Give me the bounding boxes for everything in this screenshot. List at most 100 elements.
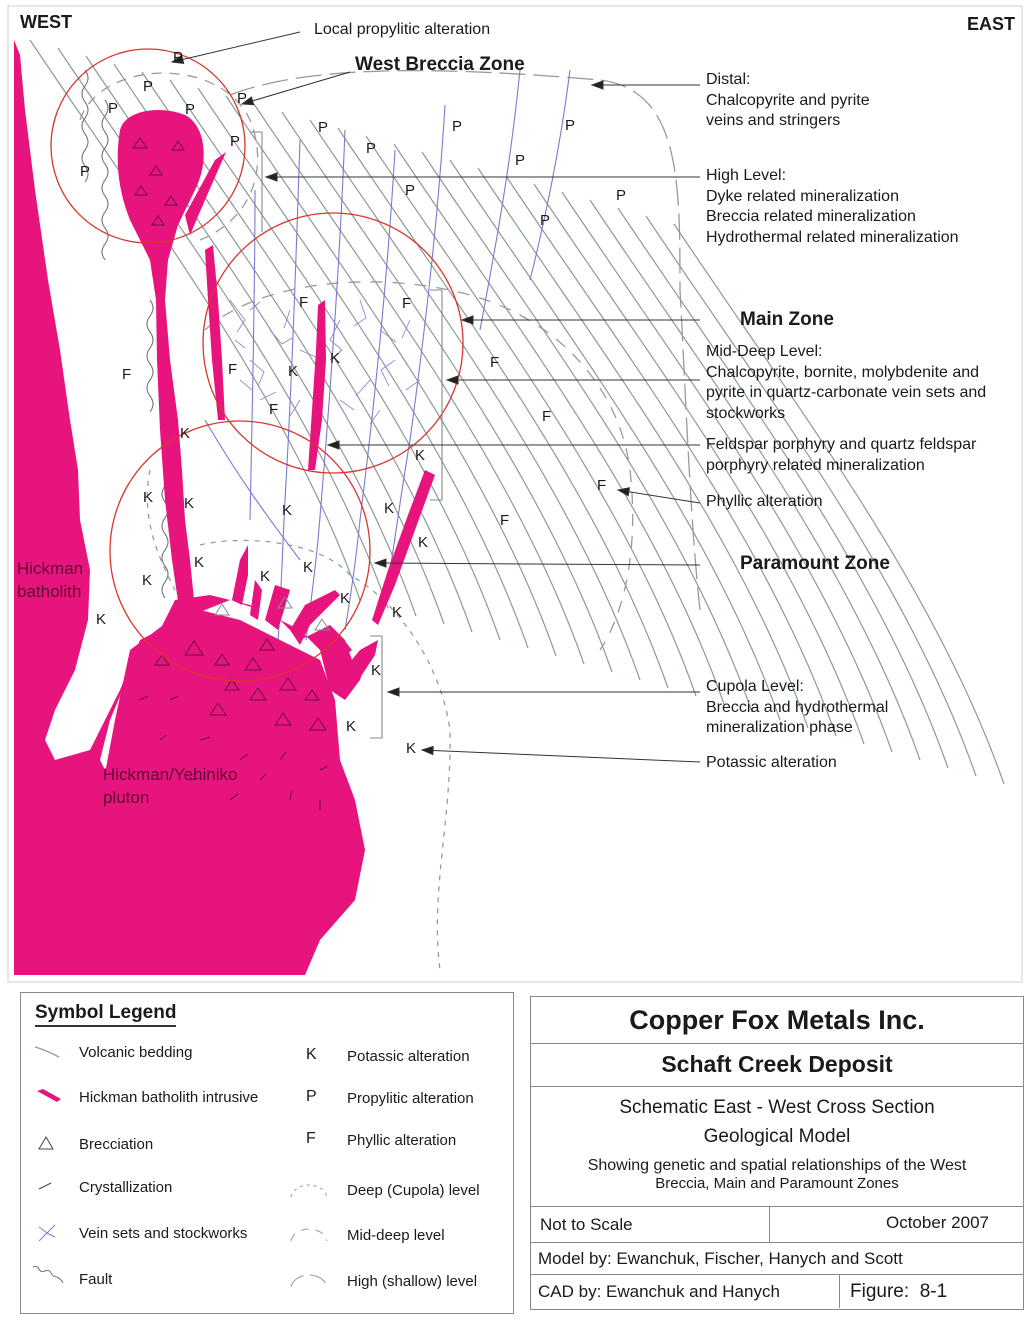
deposit-name: Schaft Creek Deposit bbox=[531, 1043, 1023, 1086]
potassic-alteration-letter: K bbox=[282, 502, 292, 519]
distal-callout: Distal:Chalcopyrite and pyriteveins and … bbox=[706, 70, 870, 132]
potassic-alteration-letter: K bbox=[180, 425, 190, 442]
phyllic-alteration-callout: Phyllic alteration bbox=[706, 492, 823, 512]
potassic-alteration-letter: K bbox=[96, 611, 106, 628]
description-line1: Showing genetic and spatial relationship… bbox=[531, 1157, 1023, 1175]
arrowhead bbox=[422, 746, 433, 754]
propylitic-alteration-letter: P bbox=[540, 212, 550, 229]
potassic-alteration-letter: K bbox=[143, 489, 153, 506]
model-by-row: Model by: Ewanchuk, Fischer, Hanych and … bbox=[531, 1242, 1023, 1275]
high-level-icon bbox=[287, 1267, 331, 1289]
legend-brecciation: Brecciation bbox=[79, 1136, 153, 1153]
arrowhead bbox=[388, 688, 399, 696]
legend-veins: Vein sets and stockworks bbox=[79, 1225, 247, 1242]
potassic-alteration-letter: K bbox=[415, 447, 425, 464]
cad-row: CAD by: Ewanchuk and Hanych Figure: 8-1 bbox=[531, 1274, 1023, 1308]
potassic-alteration-letter: K bbox=[194, 554, 204, 571]
model-title: Geological Model bbox=[531, 1126, 1023, 1148]
fault-icon bbox=[31, 1263, 65, 1287]
legend-deep-level: Deep (Cupola) level bbox=[347, 1182, 480, 1199]
mid-deep-level-outline bbox=[205, 282, 633, 650]
phyllic-alteration-letter: F bbox=[122, 366, 131, 383]
legend-propylitic: Propylitic alteration bbox=[347, 1090, 474, 1107]
phyllic-alteration-letter: F bbox=[490, 354, 499, 371]
phyllic-alteration-letter: F bbox=[299, 294, 308, 311]
arrowhead bbox=[375, 559, 386, 567]
east-label: EAST bbox=[967, 14, 1015, 34]
phyllic-alteration-letter: F bbox=[402, 295, 411, 312]
potassic-alteration-letter: K bbox=[303, 559, 313, 576]
legend-potassic: Potassic alteration bbox=[347, 1048, 470, 1065]
legend-title: Symbol Legend bbox=[35, 1002, 176, 1027]
potassic-alteration-letter: K bbox=[142, 572, 152, 589]
deposit-row: Schaft Creek Deposit bbox=[531, 1043, 1023, 1087]
scale-note: Not to Scale bbox=[540, 1215, 633, 1235]
potassic-alteration-letter: K bbox=[260, 568, 270, 585]
mid-deep-level-icon bbox=[287, 1221, 331, 1243]
potassic-alteration-letter: K bbox=[418, 534, 428, 551]
scale-date-row: Not to Scale October 2007 bbox=[531, 1206, 1023, 1243]
description-line2: Breccia, Main and Paramount Zones bbox=[531, 1175, 1023, 1192]
dyke-main bbox=[308, 300, 326, 470]
arrowhead bbox=[618, 488, 629, 496]
intrusive-icon bbox=[35, 1087, 63, 1103]
section-title: Schematic East - West Cross Section bbox=[531, 1097, 1023, 1119]
figure-prefix: Figure: bbox=[850, 1281, 909, 1302]
legend-volcanic-bedding: Volcanic bedding bbox=[79, 1044, 192, 1061]
propylitic-alteration-letter: P bbox=[143, 78, 153, 95]
potassic-alteration-letter: K bbox=[288, 363, 298, 380]
symbol-legend: Symbol Legend Volcanic bedding Hickman b… bbox=[20, 992, 514, 1314]
propylitic-alteration-letter: P bbox=[185, 101, 195, 118]
phyllic-alteration-letter: F bbox=[597, 477, 606, 494]
propylitic-alteration-letter: P bbox=[565, 117, 575, 134]
propylitic-alteration-letter: P bbox=[230, 133, 240, 150]
figure-label: Figure: 8-1 bbox=[850, 1281, 947, 1303]
dash-icon bbox=[37, 1181, 55, 1191]
company-name: Copper Fox Metals Inc. bbox=[531, 997, 1023, 1043]
mid-deep-level-callout: Mid-Deep Level:Chalcopyrite, bornite, mo… bbox=[706, 342, 986, 424]
main-zone-title: Main Zone bbox=[740, 310, 834, 330]
legend-high-level: High (shallow) level bbox=[347, 1273, 477, 1290]
local-propylitic-callout: Local propylitic alteration bbox=[314, 20, 490, 40]
leader-line bbox=[242, 72, 350, 104]
propylitic-alteration-letter: P bbox=[616, 187, 626, 204]
cad-by: CAD by: Ewanchuk and Hanych bbox=[538, 1282, 780, 1302]
potassic-alteration-letter: K bbox=[346, 718, 356, 735]
title-block: Copper Fox Metals Inc. Schaft Creek Depo… bbox=[530, 996, 1024, 1310]
arrowhead bbox=[447, 376, 458, 384]
legend-mid-deep-level: Mid-deep level bbox=[347, 1227, 445, 1244]
legend-fault: Fault bbox=[79, 1271, 112, 1288]
propylitic-alteration-letter: P bbox=[80, 163, 90, 180]
volcanic-bedding-icon bbox=[33, 1043, 61, 1059]
phyllic-alteration-letter: F bbox=[228, 361, 237, 378]
phyllic-alteration-letter: F bbox=[269, 401, 278, 418]
feldspar-porphyry-callout: Feldspar porphyry and quartz feldsparpor… bbox=[706, 435, 976, 476]
legend-phyllic: Phyllic alteration bbox=[347, 1132, 456, 1149]
description-row: Schematic East - West Cross Section Geol… bbox=[531, 1086, 1023, 1207]
west-label: WEST bbox=[20, 12, 72, 32]
company-row: Copper Fox Metals Inc. bbox=[531, 997, 1023, 1044]
potassic-alteration-letter: K bbox=[371, 662, 381, 679]
potassic-alteration-letter: K bbox=[184, 495, 194, 512]
west-breccia-pipe bbox=[118, 110, 204, 615]
potassic-alteration-letter: K bbox=[392, 604, 402, 621]
potassic-alteration-letter: K bbox=[406, 740, 416, 757]
potassic-alteration-callout: Potassic alteration bbox=[706, 753, 837, 773]
legend-intrusive: Hickman batholith intrusive bbox=[79, 1089, 258, 1106]
model-by: Model by: Ewanchuk, Fischer, Hanych and … bbox=[538, 1249, 903, 1269]
potassic-alteration-letter: K bbox=[340, 590, 350, 607]
figure-number: 8-1 bbox=[920, 1281, 947, 1302]
arrowhead bbox=[592, 81, 603, 89]
phyllic-alteration-letter: F bbox=[500, 512, 509, 529]
propylitic-alteration-letter: P bbox=[173, 49, 183, 66]
hickman-batholith-label: Hickmanbatholith bbox=[17, 557, 83, 603]
arrowhead bbox=[266, 173, 277, 181]
west-breccia-zone-title: West Breccia Zone bbox=[355, 55, 525, 75]
legend-k-symbol: K bbox=[306, 1046, 317, 1064]
propylitic-alteration-letter: P bbox=[515, 152, 525, 169]
propylitic-alteration-letter: P bbox=[237, 90, 247, 107]
